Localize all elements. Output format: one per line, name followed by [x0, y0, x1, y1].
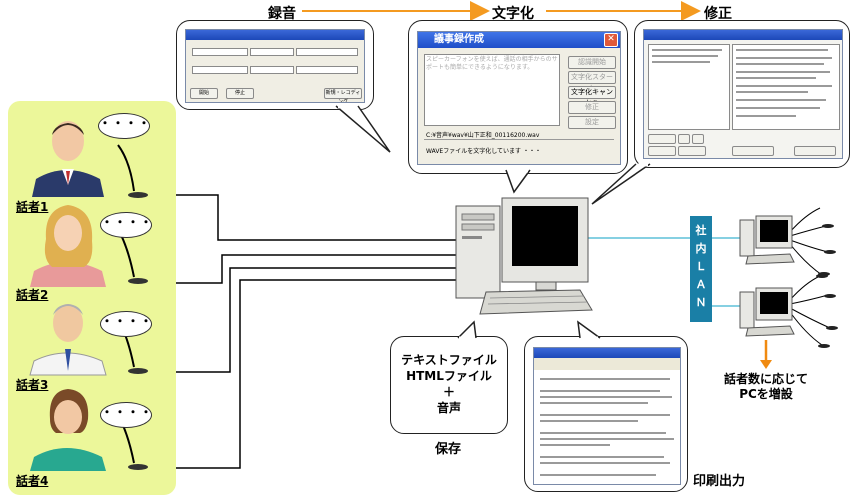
transcribe-start-button[interactable]: 文字化スタート [568, 71, 616, 92]
edit-window [643, 29, 843, 159]
speaker4-label: 話者4 [16, 474, 49, 488]
remote-pc-2 [739, 287, 795, 337]
expand-note-line-1: 話者数に応じて [723, 372, 808, 386]
transcript-textarea[interactable]: スピーカーフォンを使えば、通話の相手からのサポートも簡単にできるようになります。 [424, 54, 560, 126]
speaker-panel [8, 101, 176, 495]
record-field-5[interactable] [250, 66, 294, 74]
callout-print [524, 336, 688, 492]
record-window-titlebar [186, 30, 364, 40]
edit-tool-button-7[interactable] [794, 146, 836, 156]
print-window-titlebar [534, 348, 680, 358]
callout-save-tail [457, 320, 477, 340]
remote-pcs [739, 215, 838, 348]
lan-char-5: Ｎ [695, 296, 707, 309]
close-icon[interactable]: ✕ [604, 33, 618, 47]
main-pc [455, 197, 593, 315]
expand-note-line-2: PCを増設 [739, 387, 793, 401]
save-line-html: HTMLファイル [406, 369, 492, 383]
print-label: 印刷出力 [692, 474, 745, 489]
edit-tool-button-1[interactable] [648, 134, 676, 144]
settings-button[interactable]: 設定 [568, 116, 616, 129]
transcribe-cancel-button[interactable]: 文字化キャンセル [568, 86, 616, 107]
record-stop-button[interactable]: 停止 [226, 88, 254, 99]
transcribe-window: 議事録作成 ✕ スピーカーフォンを使えば、通話の相手からのサポートも簡単にできる… [417, 31, 621, 165]
print-menubar [534, 358, 680, 370]
lan-char-4: Ａ [695, 278, 707, 291]
callout-record: 開始 停止 新規・レコディング [176, 20, 374, 110]
edit-tool-button-4[interactable] [648, 146, 676, 156]
remote-mic-cables [789, 207, 831, 346]
cable-speaker2 [148, 254, 456, 284]
new-recording-button[interactable]: 新規・レコディング [324, 88, 362, 103]
record-field-6[interactable] [296, 66, 358, 74]
transcribe-window-titlebar: 議事録作成 ✕ [418, 32, 620, 48]
flow-step-record: 録音 [268, 6, 296, 22]
speaker3-figure [29, 304, 148, 376]
callout-transcribe: 議事録作成 ✕ スピーカーフォンを使えば、通話の相手からのサポートも簡単にできる… [408, 20, 628, 174]
speaker1-label: 話者1 [16, 200, 49, 214]
lan-char-2: 内 [695, 242, 707, 255]
speaker4-figure [30, 389, 148, 471]
save-line-plus: ＋ [442, 385, 455, 399]
save-line-text: テキストファイル [401, 353, 497, 367]
record-start-button[interactable]: 開始 [190, 88, 218, 99]
callout-record-tail [335, 105, 391, 153]
record-field-1[interactable] [192, 48, 248, 56]
file-path-text: C:¥音声¥wav¥山下正和_00116200.wav [426, 132, 540, 139]
recognize-start-button[interactable]: 認識開始 [568, 56, 616, 69]
speaker2-label: 話者2 [16, 288, 49, 302]
lan-bar: 社 内 Ｌ Ａ Ｎ [690, 216, 712, 322]
edit-tool-button-2[interactable] [678, 134, 690, 144]
cable-speaker1 [148, 194, 456, 241]
remote-mics [816, 224, 838, 348]
edit-button[interactable]: 修正 [568, 101, 616, 114]
record-field-3[interactable] [296, 48, 358, 56]
edit-tool-button-3[interactable] [692, 134, 704, 144]
speech-bubble-1: ・・・・ [98, 113, 150, 139]
transcribe-window-title: 議事録作成 [434, 34, 484, 45]
callout-edit-tail [591, 163, 651, 205]
speaker3-label: 話者3 [16, 378, 49, 392]
speaker-figures [29, 121, 148, 471]
flow-step-edit: 修正 [704, 6, 732, 22]
speech-bubble-4: ・・・・ [100, 402, 152, 428]
record-window: 開始 停止 新規・レコディング [185, 29, 365, 103]
edit-right-pane[interactable] [732, 44, 840, 130]
callout-edit [634, 20, 850, 168]
save-line-audio: 音声 [436, 401, 461, 415]
lan-char-1: 社 [695, 224, 707, 237]
expand-arrow-head [760, 360, 772, 369]
edit-tool-button-5[interactable] [678, 146, 706, 156]
callout-print-tail [577, 320, 601, 340]
speaker1-figure [32, 121, 148, 198]
speech-bubble-3: ・・・・ [100, 311, 152, 337]
remote-pc-1 [739, 215, 795, 265]
cable-speaker3 [148, 267, 456, 373]
lan-char-3: Ｌ [695, 260, 707, 273]
record-field-2[interactable] [250, 48, 294, 56]
status-text: WAVEファイルを文字化しています ・・・ [426, 148, 541, 155]
save-label: 保存 [434, 442, 461, 457]
speech-bubble-2: ・・・・ [100, 212, 152, 238]
edit-left-pane[interactable] [648, 44, 730, 130]
cable-speaker4 [148, 279, 456, 469]
edit-window-titlebar [644, 30, 842, 40]
callout-transcribe-tail [505, 169, 531, 194]
print-window [533, 347, 681, 485]
callout-save: テキストファイル HTMLファイル ＋ 音声 [390, 336, 508, 434]
edit-tool-button-6[interactable] [732, 146, 774, 156]
record-field-4[interactable] [192, 66, 248, 74]
flow-step-transcribe: 文字化 [492, 6, 534, 22]
progress-divider [424, 139, 614, 140]
